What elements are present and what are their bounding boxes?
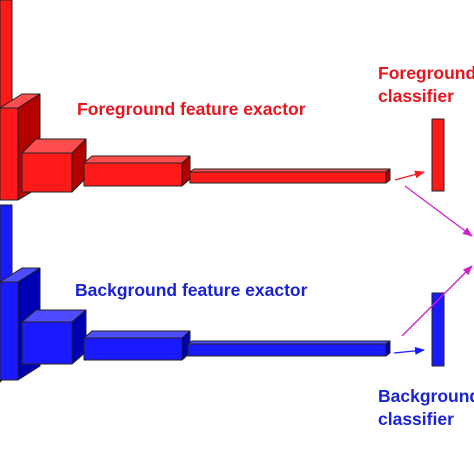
fg-classifier-bar	[431, 118, 445, 192]
fg-block-4	[83, 155, 191, 187]
bg-block-4	[83, 330, 191, 361]
fg-classifier-label-line2: classifier	[378, 86, 454, 106]
fg-classifier-label-line1: Foreground	[378, 63, 474, 83]
bg-fusion-arrow	[401, 265, 473, 337]
bg-branch-label: Background feature exactor	[75, 280, 308, 300]
fg-fusion-arrow	[404, 185, 473, 237]
bg-classifier-label-line2: classifier	[378, 409, 454, 429]
fg-block-5	[189, 168, 391, 184]
background-branch	[0, 204, 445, 383]
bg-to-classifier-arrow	[393, 346, 425, 355]
bg-block-5	[187, 340, 391, 357]
bg-classifier-label-line1: Background	[378, 386, 474, 406]
bg-classifier-bar	[431, 292, 445, 367]
fg-branch-label: Foreground feature exactor	[77, 99, 306, 119]
fg-block-3	[21, 138, 87, 193]
foreground-branch	[0, 0, 445, 201]
fg-to-classifier-arrow	[394, 170, 425, 181]
bg-block-3	[21, 309, 87, 365]
